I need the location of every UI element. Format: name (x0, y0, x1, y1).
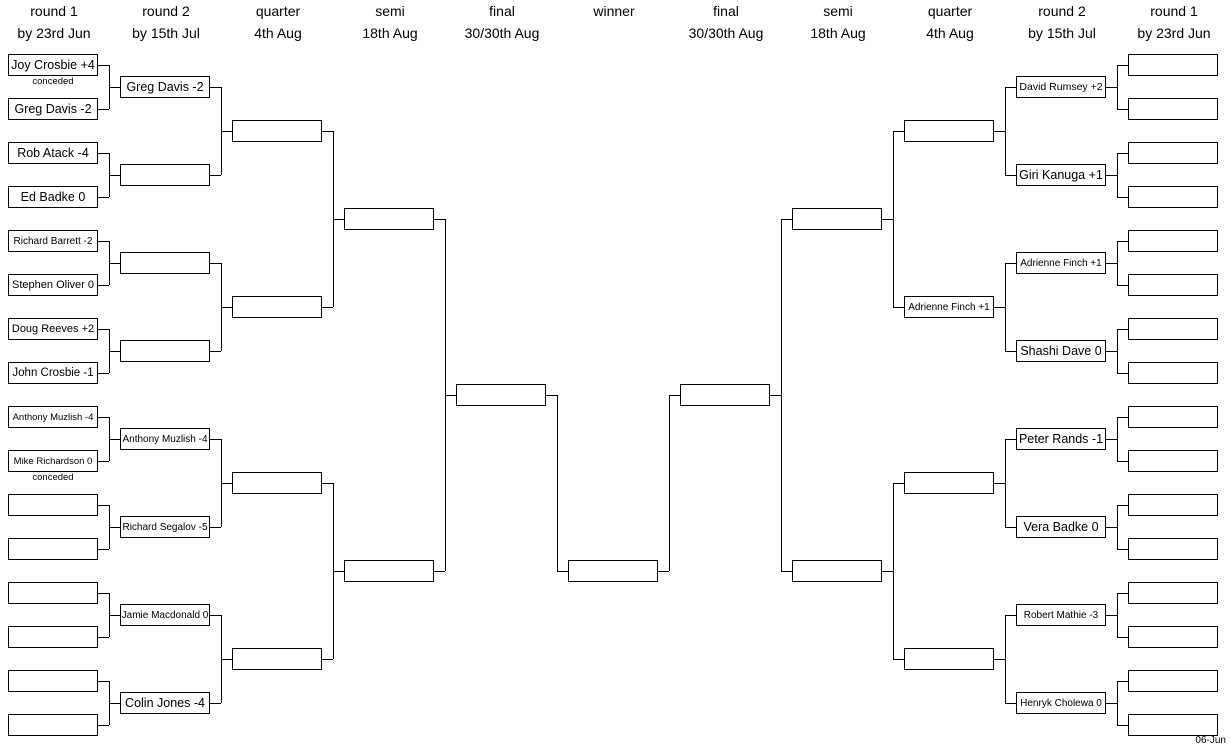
left-round1-slot-13[interactable] (8, 582, 98, 604)
header-winner: winner (593, 3, 635, 19)
left-round1-slot-9[interactable]: Anthony Muzlish -4 (8, 406, 98, 428)
left-round1-slot-2[interactable]: Greg Davis -2 (8, 98, 98, 120)
right-semi-slot-2[interactable] (792, 560, 882, 582)
left-round1-slot-1[interactable]: Joy Crosbie +4 (8, 54, 98, 76)
left-round1-slot-16[interactable] (8, 714, 98, 736)
left-quarter-slot-1[interactable] (232, 120, 322, 142)
right-quarter-slot-3[interactable] (904, 472, 994, 494)
left-quarter-slot-3[interactable] (232, 472, 322, 494)
right-round1-slot-6[interactable] (1128, 274, 1218, 296)
right-round1-slot-10[interactable] (1128, 450, 1218, 472)
right-quarter-slot-2[interactable]: Adrienne Finch +1 (904, 296, 994, 318)
right-round2-slot-1[interactable]: David Rumsey +2 (1016, 76, 1106, 98)
conceded-note-1: conceded (32, 76, 74, 87)
left-round1-slot-3[interactable]: Rob Atack -4 (8, 142, 98, 164)
right-round1-slot-2[interactable] (1128, 98, 1218, 120)
right-round1-slot-14[interactable] (1128, 626, 1218, 648)
right-round1-slot-12[interactable] (1128, 538, 1218, 560)
right-round1-slot-11[interactable] (1128, 494, 1218, 516)
right-round1-slot-15[interactable] (1128, 670, 1218, 692)
right-round1-slot-16[interactable] (1128, 714, 1218, 736)
left-round1-slot-7[interactable]: Doug Reeves +2 (8, 318, 98, 340)
left-round1-slot-12[interactable] (8, 538, 98, 560)
right-quarter-slot-4[interactable] (904, 648, 994, 670)
left-round2-slot-2[interactable] (120, 164, 210, 186)
right-round2-slot-7[interactable]: Robert Mathie -3 (1016, 604, 1106, 626)
left-round2-slot-7[interactable]: Jamie Macdonald 0 (120, 604, 210, 626)
left-round2-slot-8[interactable]: Colin Jones -4 (120, 692, 210, 714)
right-round1-slot-8[interactable] (1128, 362, 1218, 384)
right-round2-slot-2[interactable]: Giri Kanuga +1 (1016, 164, 1106, 186)
right-round2-slot-3[interactable]: Adrienne Finch +1 (1016, 252, 1106, 274)
left-round2-slot-4[interactable] (120, 340, 210, 362)
left-round1-slot-6[interactable]: Stephen Oliver 0 (8, 274, 98, 296)
right-round1-slot-9[interactable] (1128, 406, 1218, 428)
right-round1-slot-1[interactable] (1128, 54, 1218, 76)
left-final-slot[interactable] (456, 384, 546, 406)
left-round2-slot-6[interactable]: Richard Segalov -5 (120, 516, 210, 538)
left-quarter-slot-4[interactable] (232, 648, 322, 670)
conceded-note-2: conceded (32, 472, 74, 483)
right-final-slot[interactable] (680, 384, 770, 406)
left-round1-slot-15[interactable] (8, 670, 98, 692)
winner-slot[interactable] (568, 560, 658, 582)
footer-date: 06-Jun (1195, 735, 1226, 746)
right-round1-slot-3[interactable] (1128, 142, 1218, 164)
right-semi-slot-1[interactable] (792, 208, 882, 230)
right-round2-slot-6[interactable]: Vera Badke 0 (1016, 516, 1106, 538)
left-round1-slot-10[interactable]: Mike Richardson 0 (8, 450, 98, 472)
left-round1-slot-14[interactable] (8, 626, 98, 648)
left-semi-slot-1[interactable] (344, 208, 434, 230)
left-round2-slot-5[interactable]: Anthony Muzlish -4 (120, 428, 210, 450)
right-round1-slot-4[interactable] (1128, 186, 1218, 208)
left-round2-slot-3[interactable] (120, 252, 210, 274)
right-round2-slot-8[interactable]: Henryk Cholewa 0 (1016, 692, 1106, 714)
left-quarter-slot-2[interactable] (232, 296, 322, 318)
right-quarter-slot-1[interactable] (904, 120, 994, 142)
right-round2-slot-5[interactable]: Peter Rands -1 (1016, 428, 1106, 450)
right-round1-slot-7[interactable] (1128, 318, 1218, 340)
left-semi-slot-2[interactable] (344, 560, 434, 582)
left-round1-slot-5[interactable]: Richard Barrett -2 (8, 230, 98, 252)
right-round2-slot-4[interactable]: Shashi Dave 0 (1016, 340, 1106, 362)
left-round1-slot-8[interactable]: John Crosbie -1 (8, 362, 98, 384)
left-round1-slot-4[interactable]: Ed Badke 0 (8, 186, 98, 208)
left-round1-slot-11[interactable] (8, 494, 98, 516)
left-round2-slot-1[interactable]: Greg Davis -2 (120, 76, 210, 98)
right-round1-slot-13[interactable] (1128, 582, 1218, 604)
right-round1-slot-5[interactable] (1128, 230, 1218, 252)
